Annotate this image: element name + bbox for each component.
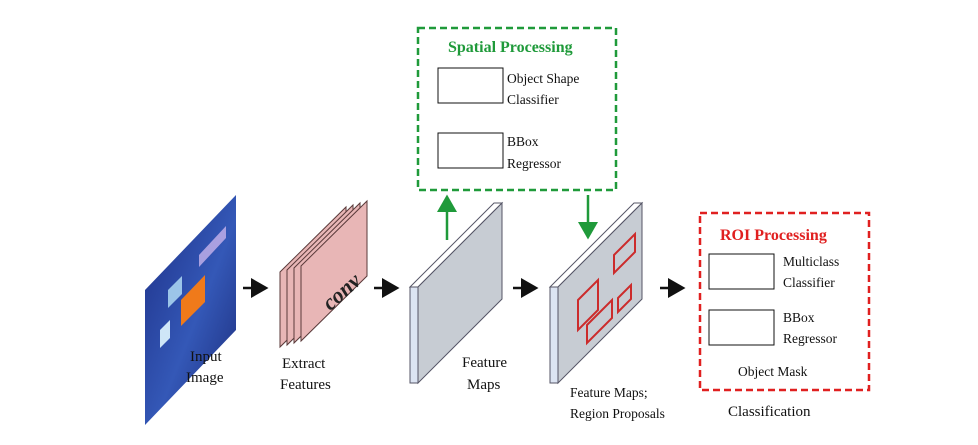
spatial-bbox-line1: BBox: [507, 134, 539, 149]
shape-classifier-line2: Classifier: [507, 92, 559, 107]
feature-maps-label-line2: Maps: [467, 377, 500, 393]
feature-maps-block: [408, 201, 504, 385]
proposal-box-3: [613, 231, 636, 276]
input-image: [145, 195, 236, 425]
proposal-box-1: [577, 277, 599, 333]
extract-label-line2: Features: [280, 377, 331, 393]
roi-processing-title: ROI Processing: [720, 227, 827, 244]
conv-stack: conv: [279, 199, 368, 349]
extract-label-line1: Extract: [282, 356, 326, 372]
proposal-maps-block: [548, 201, 644, 385]
proposal-box-2: [586, 297, 613, 346]
multiclass-classifier-box: [708, 253, 775, 290]
shape-classifier-box: [437, 67, 504, 104]
feature-maps-label-line1: Feature: [462, 355, 507, 371]
spatial-bbox-box: [437, 132, 504, 169]
shape-classifier-line1: Object Shape: [507, 71, 579, 86]
input-object-cyan: [168, 276, 182, 308]
roi-processing-panel: ROI Processing Multiclass Classifier BBo…: [698, 211, 871, 392]
spatial-processing-panel: Spatial Processing Object Shape Classifi…: [416, 26, 618, 192]
object-mask-label: Object Mask: [738, 364, 808, 379]
classification-label: Classification: [728, 404, 811, 420]
roi-bbox-box: [708, 309, 775, 346]
input-object-orange: [181, 275, 205, 326]
multiclass-classifier-line1: Multiclass: [783, 254, 839, 269]
multiclass-classifier-line2: Classifier: [783, 275, 835, 290]
roi-bbox-line1: BBox: [783, 310, 815, 325]
spatial-processing-title: Spatial Processing: [448, 39, 573, 56]
input-label-line2: Image: [186, 370, 224, 386]
roi-bbox-line2: Regressor: [783, 331, 837, 346]
proposal-box-4: [617, 282, 632, 315]
input-label-line1: Input: [190, 349, 222, 365]
proposals-label-line2: Region Proposals: [570, 406, 665, 421]
input-object-violet: [199, 226, 226, 267]
proposals-label-line1: Feature Maps;: [570, 385, 648, 400]
spatial-bbox-line2: Regressor: [507, 156, 561, 171]
input-object-light: [160, 320, 170, 348]
